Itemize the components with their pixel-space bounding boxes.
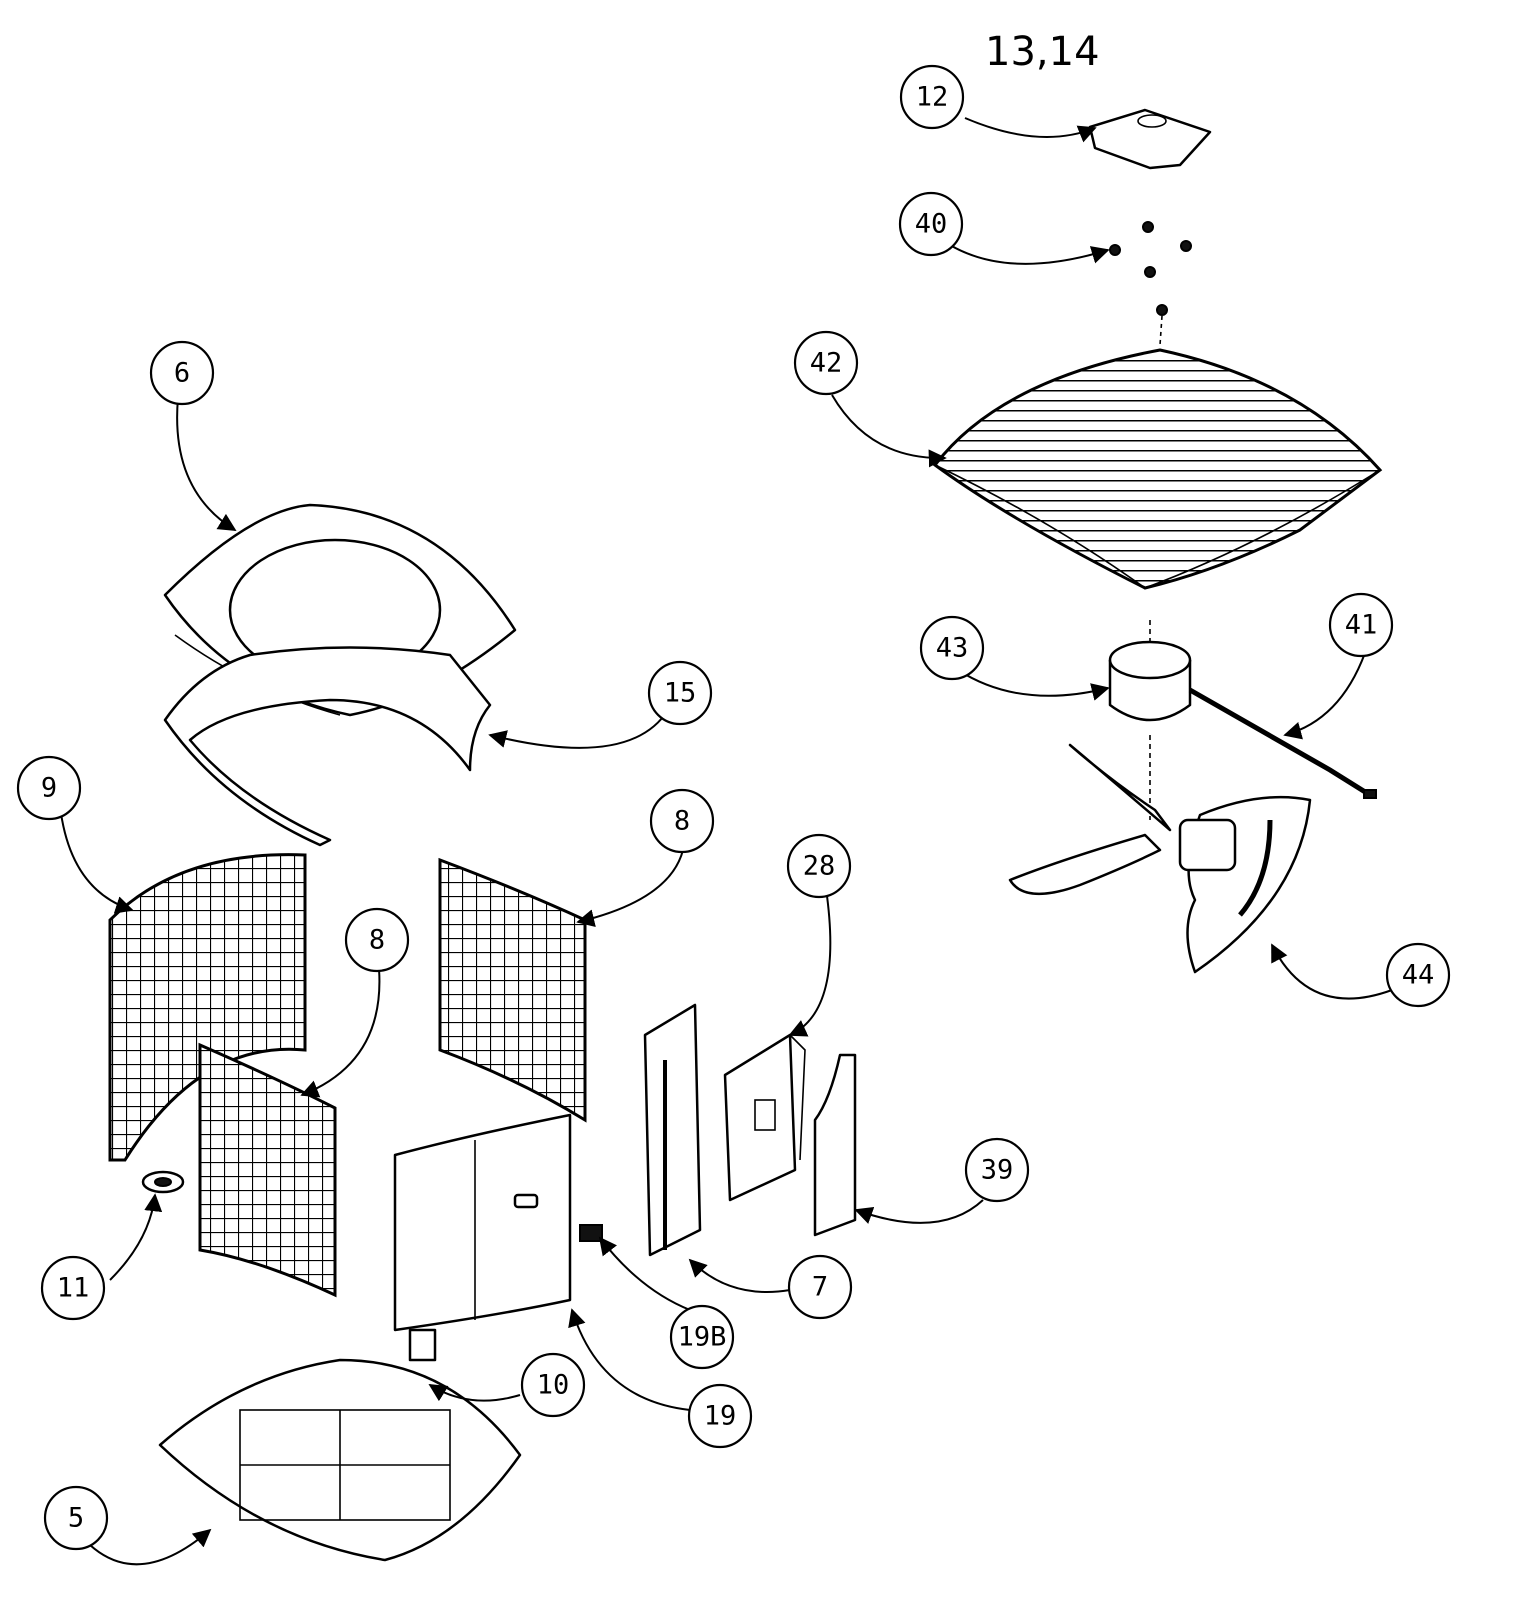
callout-label: 11 [57,1273,90,1304]
callout-label: 15 [664,678,697,709]
callout-label: 43 [936,633,969,664]
callout-11: 11 [40,1255,106,1321]
control-cover-icon [813,1053,857,1237]
motor-wire-icon [1188,687,1377,799]
fan-grille-icon [932,348,1383,590]
callout-15: 15 [647,660,713,726]
base-pan-icon [158,1358,522,1562]
callout-19: 19 [687,1383,753,1449]
handwritten-note: 13,14 [985,29,1100,75]
callout-42: 42 [793,330,859,396]
callout-label: 42 [810,348,843,379]
callout-label: 28 [803,851,836,882]
control-panel-icon [643,1003,702,1257]
callout-7: 7 [787,1254,853,1320]
top-bracket-icon [163,646,492,847]
top-cap-icon [1088,108,1212,170]
callout-label: 40 [915,209,948,240]
callout-label: 12 [916,82,949,113]
callout-5: 5 [43,1485,109,1551]
callout-28: 28 [786,833,852,899]
callout-8-left: 8 [344,907,410,973]
callout-label: 19B [678,1322,727,1353]
callout-label: 39 [981,1155,1014,1186]
callout-10: 10 [520,1352,586,1418]
callout-44: 44 [1385,942,1451,1008]
callout-label: 41 [1345,610,1378,641]
callout-40: 40 [898,191,964,257]
fan-motor-icon [1108,620,1192,820]
callout-label: 8 [674,806,690,837]
grommet-icon [141,1170,185,1194]
access-plate-icon [579,1224,603,1242]
coil-guard-icon [108,853,307,1162]
callout-label: 19 [704,1401,737,1432]
callout-label: 44 [1402,960,1435,991]
callout-19B: 19B [669,1304,735,1370]
callout-39: 39 [964,1137,1030,1203]
callout-8-right: 8 [649,788,715,854]
callout-label: 6 [174,358,190,389]
callout-12: 12 [899,64,965,130]
callout-label: 5 [68,1503,84,1534]
fan-blade-icon [1008,743,1312,974]
callout-label: 9 [41,773,57,804]
callout-6: 6 [149,340,215,406]
callout-label: 10 [537,1370,570,1401]
callout-label: 8 [369,925,385,956]
corner-post-icon [408,1328,437,1362]
side-grille-icon [198,857,587,1298]
screws-icon [1109,221,1192,346]
callout-41: 41 [1328,592,1394,658]
service-panel-icon [393,1113,572,1332]
callout-9: 9 [16,755,82,821]
control-box-icon [723,1033,806,1202]
callout-label: 7 [812,1272,828,1303]
leader-lines [59,117,1393,1566]
callout-43: 43 [919,615,985,681]
